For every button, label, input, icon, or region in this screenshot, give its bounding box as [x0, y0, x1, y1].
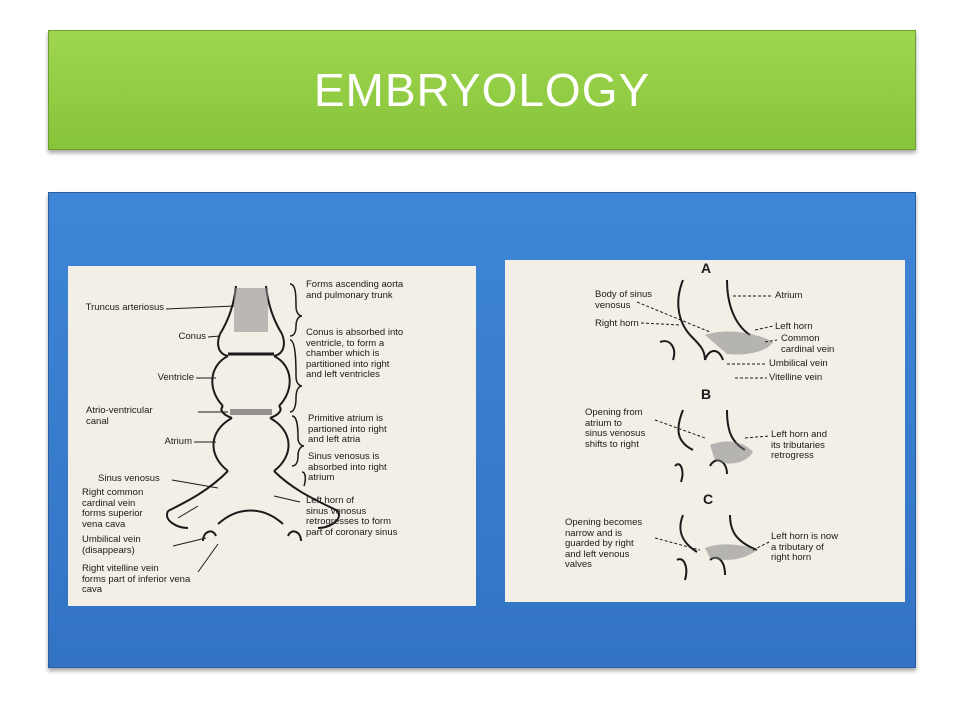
label-c-opening: Opening becomes narrow and is guarded by…	[565, 517, 643, 570]
label-truncus: Truncus arteriosus	[85, 302, 164, 313]
label-conus: Conus	[178, 331, 206, 342]
label-a-vitelline: Vitelline vein	[769, 372, 823, 383]
label-a-right-horn: Right horn	[595, 318, 639, 329]
label-a-common-cardinal: Common cardinal vein	[781, 333, 835, 355]
panel-letter-b: B	[701, 386, 712, 402]
label-a-atrium: Atrium	[775, 290, 803, 301]
label-left-horn-fate: Left horn of sinus venosus retrogresses …	[306, 495, 398, 538]
label-umbilical: Umbilical vein (disappears)	[82, 534, 141, 556]
label-right-vitelline: Right vitelline vein forms part of infer…	[82, 563, 191, 595]
heart-tube-drawing	[165, 283, 340, 573]
label-a-umbilical: Umbilical vein	[769, 358, 828, 369]
label-truncus-fate: Forms ascending aorta and pulmonary trun…	[306, 279, 404, 301]
label-sinus-fate: Sinus venosus is absorbed into right atr…	[308, 451, 387, 483]
sinus-venosus-drawing	[636, 279, 778, 581]
panel-letter-c: C	[703, 491, 714, 507]
label-sinus-venosus: Sinus venosus	[98, 473, 160, 484]
title-bar: EMBRYOLOGY	[48, 30, 916, 150]
label-conus-fate: Conus is absorbed into ventricle, to for…	[306, 327, 404, 380]
label-c-left-horn: Left horn is now a tributary of right ho…	[771, 531, 839, 563]
label-right-common-cardinal: Right common cardinal vein forms superio…	[82, 487, 144, 530]
panel-letter-a: A	[701, 260, 712, 276]
heart-tube-diagram: Truncus arteriosus Conus Ventricle Atrio…	[68, 266, 476, 606]
label-a-body: Body of sinus venosus	[595, 289, 653, 311]
label-b-left-horn: Left horn and its tributaries retrogress	[771, 429, 827, 461]
label-atrium: Atrium	[164, 436, 192, 447]
label-ventricle: Ventricle	[157, 372, 194, 383]
label-b-opening: Opening from atrium to sinus venosus shi…	[585, 407, 646, 450]
label-av-canal: Atrio-ventricular canal	[86, 405, 153, 427]
label-atrium-fate: Primitive atrium is partioned into right…	[308, 413, 387, 445]
slide-title: EMBRYOLOGY	[313, 64, 651, 116]
label-a-left-horn: Left horn	[775, 321, 813, 332]
sinus-venosus-diagram: A B C Body of sinus venosus Right horn A…	[505, 260, 905, 602]
